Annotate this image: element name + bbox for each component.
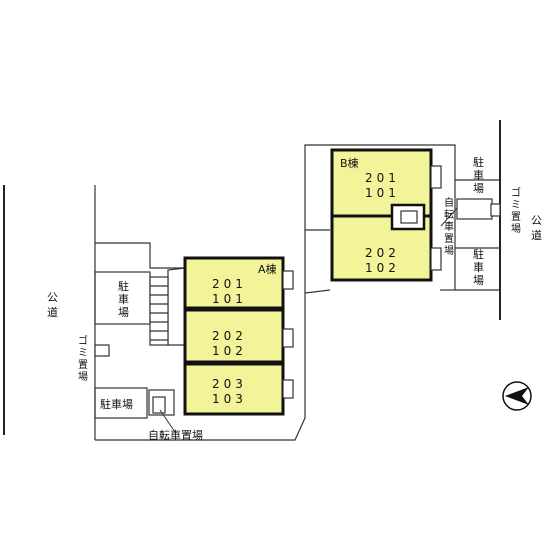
right-garbage-area: ゴ ミ 置 場 <box>511 186 521 235</box>
building-b-balcony-2 <box>430 247 442 271</box>
building-a: A棟 201 101 202 102 203 103 <box>149 256 294 416</box>
left-road-label-2: 道 <box>47 305 58 319</box>
right-parking-bottom-c1: 駐 <box>473 247 484 261</box>
right-bicycle-c5: 場 <box>444 244 454 257</box>
right-garbage-c4: 場 <box>511 222 521 235</box>
building-a-unit-1-upper: 201 <box>212 277 247 291</box>
right-parking-bottom-c3: 場 <box>473 274 484 287</box>
left-garbage-c1: ゴ <box>78 334 88 347</box>
building-b-label: B棟 <box>340 156 359 170</box>
left-garbage-c2: ミ <box>78 348 88 359</box>
right-bicycle-c3: 車 <box>444 220 454 233</box>
right-garbage-c1: ゴ <box>511 186 521 199</box>
building-b-unit-1-lower: 101 <box>365 186 400 200</box>
building-b-stair-notch <box>390 203 426 231</box>
building-a-balcony-2 <box>282 328 294 348</box>
building-a-unit-3-upper: 203 <box>212 377 247 391</box>
left-garbage-c4: 場 <box>78 370 88 383</box>
building-b-balcony-1 <box>430 165 442 189</box>
building-a-unit-2-lower: 102 <box>212 344 247 358</box>
right-bicycle-c2: 転 <box>444 209 454 221</box>
left-parking-c2: 車 <box>118 292 129 306</box>
building-a-stairs <box>149 267 186 346</box>
building-a-unit-3 <box>183 362 285 416</box>
left-parking-c1: 駐 <box>118 279 129 293</box>
site-boundary <box>3 120 501 441</box>
right-road-label-1: 公 <box>531 214 542 227</box>
building-b-unit-2-lower: 102 <box>365 261 400 275</box>
bicycle-area: 自転車置場 <box>148 389 203 442</box>
right-parking-top-c2: 車 <box>473 168 484 182</box>
building-b-unit-1-upper: 201 <box>365 171 400 185</box>
right-parking-top-c3: 場 <box>473 182 484 195</box>
bottom-parking-area: 駐車場 <box>94 387 148 419</box>
right-road-label-2: 道 <box>531 228 542 242</box>
left-parking-area: 駐 車 場 <box>94 271 151 325</box>
building-a-unit-2 <box>183 308 285 364</box>
building-a-unit-1-lower: 101 <box>212 292 247 306</box>
building-a-balcony-1 <box>282 270 294 290</box>
left-parking-c3: 場 <box>118 306 129 319</box>
left-garbage-area: ゴ ミ 置 場 <box>78 334 110 383</box>
left-road-label-1: 公 <box>47 291 58 304</box>
building-b-unit-2-upper: 202 <box>365 246 400 260</box>
right-parking-bottom-c2: 車 <box>473 260 484 274</box>
right-parking-top-c1: 駐 <box>473 155 484 169</box>
building-a-label: A棟 <box>258 262 277 276</box>
building-b: B棟 201 101 202 102 <box>330 148 442 282</box>
building-a-balcony-3 <box>282 379 294 399</box>
right-bicycle-c1: 自 <box>444 196 454 209</box>
north-arrow-icon <box>502 381 532 411</box>
right-parking-bottom: 駐 車 場 <box>473 247 484 287</box>
bicycle-label: 自転車置場 <box>148 428 203 442</box>
right-garbage-c2: ミ <box>511 200 521 211</box>
right-bicycle-area: 自 転 車 置 場 <box>440 196 501 257</box>
right-garbage-c3: 置 <box>511 211 521 223</box>
building-a-unit-2-upper: 202 <box>212 329 247 343</box>
left-garbage-c3: 置 <box>78 359 88 371</box>
right-parking-top: 駐 車 場 <box>473 155 484 195</box>
right-bicycle-c4: 置 <box>444 233 454 245</box>
bottom-parking-label: 駐車場 <box>100 397 133 411</box>
building-a-unit-3-lower: 103 <box>212 392 247 406</box>
